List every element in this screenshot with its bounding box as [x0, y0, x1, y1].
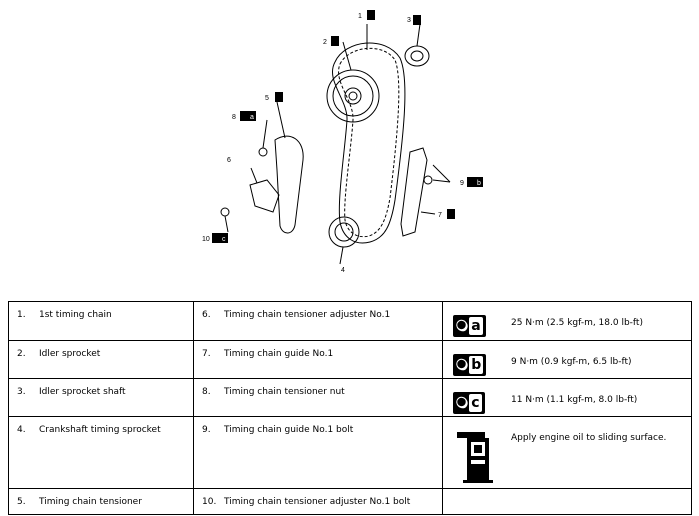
callout-9: 9 [460, 180, 464, 187]
legend-cell: 8.Timing chain tensioner nut [193, 378, 443, 417]
oil-icon [331, 36, 339, 46]
legend-cell: 7.Timing chain guide No.1 [193, 340, 443, 379]
oil-icon [413, 15, 421, 25]
torque-icon [240, 111, 256, 121]
spec-cell: 🔾a 25 N·m (2.5 kgf-m, 18.0 lb-ft) [442, 301, 692, 341]
table-row: 5.Timing chain tensioner 10.Timing chain… [8, 488, 692, 515]
idler-sprocket-shape [326, 69, 380, 123]
spec-cell: 🔾c 11 N·m (1.1 kgf-m, 8.0 lb-ft) [442, 378, 692, 417]
idler-shaft-shape [404, 45, 430, 67]
oil-icon [275, 92, 283, 102]
table-row: 2.Idler sprocket 7.Timing chain guide No… [8, 340, 692, 379]
adjuster-shape [249, 179, 280, 213]
torque-spec-b: 9 N·m (0.9 kgf-m, 6.5 lb-ft) [511, 357, 632, 367]
callout-1: 1 [358, 13, 362, 20]
callout-10: 10 [202, 236, 210, 243]
torque-icon [212, 233, 228, 243]
oil-can-icon [457, 432, 493, 483]
legend-cell: 9.Timing chain guide No.1 bolt [193, 416, 443, 489]
legend-cell: 10.Timing chain tensioner adjuster No.1 … [193, 488, 443, 515]
table-row: 4.Crankshaft timing sprocket 9.Timing ch… [8, 416, 692, 489]
empty-cell [442, 488, 692, 515]
legend-cell: 3.Idler sprocket shaft [8, 378, 194, 417]
torque-icon: 🔾a [453, 315, 486, 337]
legend-table: 1.1st timing chain 6.Timing chain tensio… [8, 301, 692, 515]
torque-icon: 🔾c [453, 392, 485, 414]
torque-letter-c: c [222, 236, 226, 243]
torque-letter-a: a [250, 114, 254, 121]
callout-7: 7 [438, 212, 442, 219]
torque-spec-c: 11 N·m (1.1 kgf-m, 8.0 lb-ft) [511, 395, 638, 405]
tensioner-shape [274, 135, 304, 234]
legend-cell: 6.Timing chain tensioner adjuster No.1 [193, 301, 443, 341]
spec-cell: 🔾b 9 N·m (0.9 kgf-m, 6.5 lb-ft) [442, 340, 692, 379]
crank-sprocket-shape [328, 216, 360, 248]
callout-3: 3 [407, 17, 411, 24]
timing-chain-diagram: 1 2 3 4 5 6 7 8 9 10 a b c [202, 10, 483, 274]
callout-6: 6 [227, 157, 231, 164]
torque-icon [467, 177, 483, 187]
torque-icon: 🔾b [453, 354, 487, 376]
table-row: 1.1st timing chain 6.Timing chain tensio… [8, 301, 692, 341]
legend-cell: 2.Idler sprocket [8, 340, 194, 379]
spec-cell: Apply engine oil to sliding surface. [442, 416, 692, 489]
torque-spec-a: 25 N·m (2.5 kgf-m, 18.0 lb-ft) [511, 318, 643, 328]
torque-letter-b: b [477, 180, 481, 187]
callout-5: 5 [265, 95, 269, 102]
oil-icon [447, 209, 455, 219]
oil-instruction: Apply engine oil to sliding surface. [511, 433, 667, 443]
callout-8: 8 [232, 114, 236, 121]
callout-2: 2 [323, 39, 327, 46]
table-row: 3.Idler sprocket shaft 8.Timing chain te… [8, 378, 692, 417]
legend-cell: 1.1st timing chain [8, 301, 194, 341]
legend-cell: 4.Crankshaft timing sprocket [8, 416, 194, 489]
callout-4: 4 [341, 267, 345, 274]
timing-chain-loop [332, 42, 406, 244]
oil-icon [367, 10, 375, 20]
chain-guide-shape [400, 147, 428, 237]
legend-cell: 5.Timing chain tensioner [8, 488, 194, 515]
